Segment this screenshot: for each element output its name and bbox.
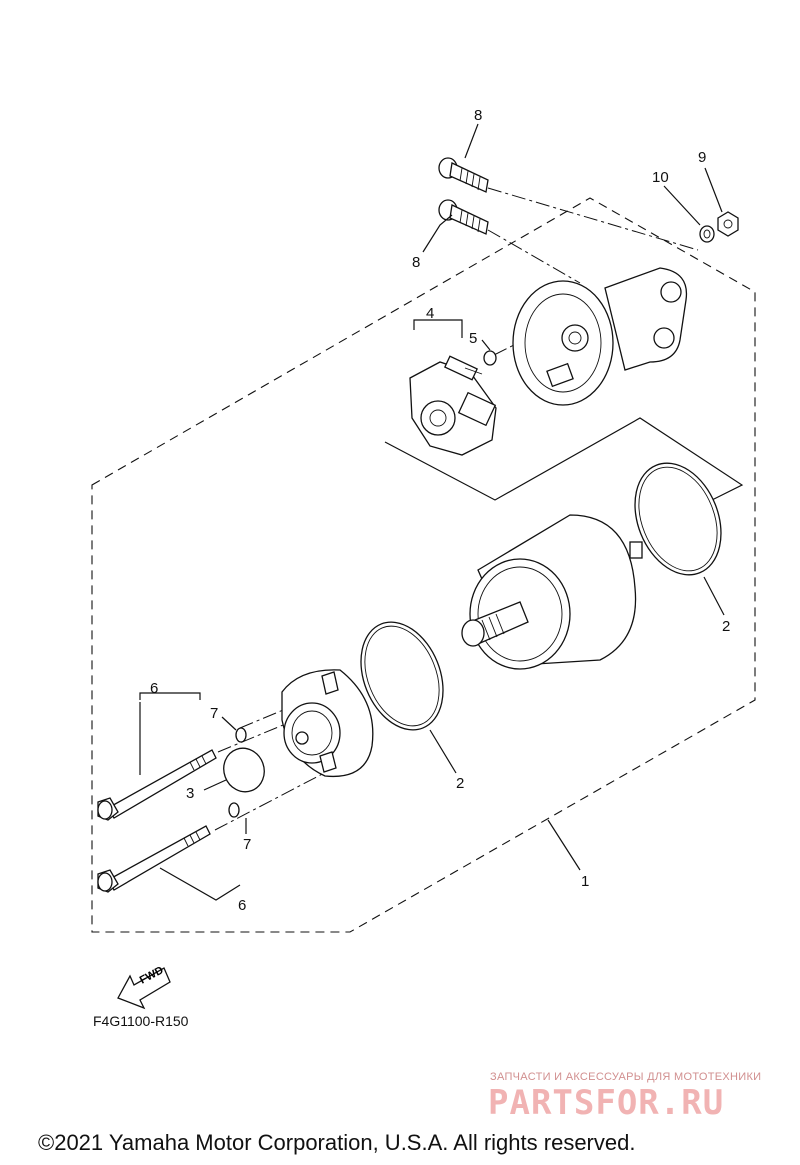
callout-7-lower: 7 xyxy=(243,836,251,853)
front-cover xyxy=(281,669,374,778)
fwd-arrow-icon: FWD xyxy=(117,964,171,1010)
copyright-notice: ©2021 Yamaha Motor Corporation, U.S.A. A… xyxy=(38,1130,636,1155)
o-ring-part-3 xyxy=(223,747,265,793)
through-bolt-part-6-lower xyxy=(97,825,211,893)
brush-holder-group-outline xyxy=(384,417,744,501)
assembly-boundary xyxy=(91,197,756,933)
o-ring-part-2-front xyxy=(360,621,444,731)
brush-holder-part-4 xyxy=(409,355,497,456)
watermark-tagline: ЗАПЧАСТИ И АКСЕССУАРЫ ДЛЯ МОТОТЕХНИКИ xyxy=(490,1071,762,1083)
callout-1: 1 xyxy=(581,873,589,890)
drawing-code: F4G1100-R150 xyxy=(93,1013,189,1029)
callout-2-front: 2 xyxy=(456,775,464,792)
o-ring-part-2-rear xyxy=(634,462,722,576)
callout-7-upper: 7 xyxy=(210,705,218,722)
yoke-armature xyxy=(461,514,643,670)
rear-cover xyxy=(512,267,688,406)
bolt-part-8-lower xyxy=(438,199,489,235)
callout-8-upper: 8 xyxy=(474,107,482,124)
callout-2-rear: 2 xyxy=(722,618,730,635)
o-ring-part-7-lower xyxy=(228,802,240,818)
through-bolt-part-6-upper xyxy=(97,749,217,821)
callout-9: 9 xyxy=(698,149,706,166)
callout-8-lower: 8 xyxy=(412,254,420,271)
callout-5: 5 xyxy=(469,330,477,347)
o-ring-part-5 xyxy=(483,350,497,366)
callout-6-lower: 6 xyxy=(238,897,246,914)
bolt-part-8-upper xyxy=(438,157,489,193)
nut-part-9 xyxy=(717,211,739,237)
washer-part-10 xyxy=(699,225,715,243)
callout-10: 10 xyxy=(652,169,669,186)
callout-6-upper: 6 xyxy=(150,680,158,697)
callout-4: 4 xyxy=(426,305,434,322)
callout-3: 3 xyxy=(186,785,194,802)
o-ring-part-7-upper xyxy=(235,727,247,743)
watermark-logo: PARTSFOR.RU xyxy=(488,1083,725,1123)
